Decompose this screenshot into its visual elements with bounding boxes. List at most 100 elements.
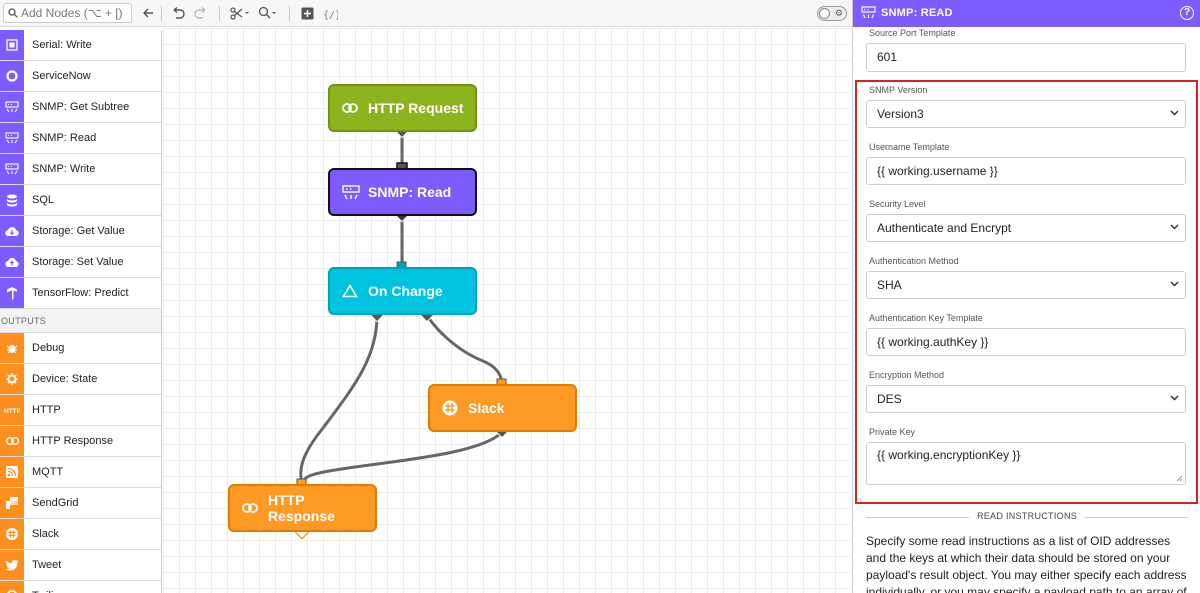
- cloud-download-icon: [0, 216, 24, 246]
- tensorflow-icon: [0, 278, 24, 308]
- palette-item-storage-get-value[interactable]: Storage: Get Value: [0, 216, 161, 247]
- slack-icon: [0, 519, 24, 549]
- link-icon: [342, 99, 360, 117]
- toggle-knob: [819, 8, 830, 19]
- palette-item-snmp-get-subtree[interactable]: SNMP: Get Subtree: [0, 92, 161, 123]
- security-level-value: Authenticate and Encrypt: [877, 221, 1012, 235]
- zoom-icon[interactable]: [258, 5, 278, 21]
- servicenow-icon: [0, 61, 24, 91]
- svg-text:{/}: {/}: [323, 10, 338, 20]
- chevron-down-icon: [1170, 281, 1179, 287]
- palette-item-label: Tweet: [32, 559, 62, 571]
- add-nodes-search[interactable]: Add Nodes (⌥ + [): [3, 3, 132, 23]
- palette-item-label: SQL: [32, 194, 55, 206]
- highlight-box: [855, 80, 1198, 504]
- node-slack[interactable]: Slack: [428, 384, 577, 432]
- palette-item-servicenow[interactable]: ServiceNow: [0, 61, 161, 92]
- palette-item-label: MQTT: [32, 466, 64, 478]
- twilio-icon: [0, 581, 24, 593]
- palette-item-serial-write[interactable]: Serial: Write: [0, 30, 161, 61]
- chevron-down-icon: [1170, 110, 1179, 116]
- auth-method-value: SHA: [877, 278, 902, 292]
- palette-item-debug[interactable]: Debug: [0, 333, 161, 364]
- private-key-label: Private Key: [869, 427, 916, 437]
- palette-item-tweet[interactable]: Tweet: [0, 550, 161, 581]
- node-http-request[interactable]: HTTP Request: [328, 84, 477, 132]
- search-placeholder: Add Nodes (⌥ + [): [21, 6, 123, 20]
- serial-icon: [0, 30, 24, 60]
- scissors-icon[interactable]: [230, 5, 250, 21]
- node-palette: Serial: Write ServiceNow SNMP: Get Subtr…: [0, 30, 162, 593]
- rss-icon: [0, 457, 24, 487]
- node-on-change[interactable]: On Change: [328, 267, 477, 315]
- auth-method-label: Authentication Method: [869, 256, 959, 266]
- link-icon: [242, 499, 260, 517]
- username-input[interactable]: {{ working.username }}: [866, 157, 1186, 185]
- help-icon[interactable]: ?: [1180, 6, 1194, 20]
- security-level-label: Security Level: [869, 199, 926, 209]
- palette-item-label: HTTP Response: [32, 435, 114, 447]
- redo-icon[interactable]: [194, 5, 208, 21]
- canvas-settings-toggle[interactable]: ⚙: [817, 6, 847, 21]
- gear-icon: [0, 364, 24, 394]
- palette-item-sendgrid[interactable]: SendGrid: [0, 488, 161, 519]
- sendgrid-icon: [0, 488, 24, 518]
- palette-item-snmp-read[interactable]: SNMP: Read: [0, 123, 161, 154]
- node-snmp-read[interactable]: SNMP: Read: [328, 168, 477, 216]
- palette-item-slack[interactable]: Slack: [0, 519, 161, 550]
- node-label: SNMP: Read: [368, 184, 452, 200]
- gear-icon: ⚙: [834, 8, 843, 18]
- palette-item-label: Storage: Get Value: [32, 225, 125, 237]
- workflow-canvas[interactable]: HTTP Request SNMP: Read On Change Slack …: [163, 28, 850, 593]
- undo-icon[interactable]: [171, 5, 185, 21]
- palette-item-tensorflow-predict[interactable]: TensorFlow: Predict: [0, 278, 161, 309]
- palette-item-label: TensorFlow: Predict: [32, 287, 129, 299]
- wire-slack-to-response: [300, 430, 504, 485]
- snmp-icon: [0, 154, 24, 184]
- variables-icon[interactable]: {/}: [323, 5, 338, 21]
- palette-item-sql[interactable]: SQL: [0, 185, 161, 216]
- search-icon: [8, 8, 18, 18]
- section-divider-left: [866, 517, 969, 518]
- encryption-method-select[interactable]: DES: [866, 385, 1186, 413]
- panel-header: SNMP: READ ?: [853, 0, 1200, 27]
- source-port-input[interactable]: 601: [866, 43, 1186, 72]
- encryption-method-value: DES: [877, 392, 902, 406]
- auth-key-label: Authentication Key Template: [869, 313, 983, 323]
- toolbar-divider: [289, 6, 290, 21]
- top-toolbar: Add Nodes (⌥ + [) {/} ⚙: [0, 0, 852, 27]
- node-http-response[interactable]: HTTP Response: [228, 484, 377, 532]
- read-instructions-heading: READ INSTRUCTIONS: [976, 511, 1078, 521]
- resize-handle-icon[interactable]: [1176, 475, 1183, 482]
- collapse-arrow-icon[interactable]: [142, 5, 154, 21]
- database-icon: [0, 185, 24, 215]
- palette-item-snmp-write[interactable]: SNMP: Write: [0, 154, 161, 185]
- node-label: HTTP Response: [267, 492, 335, 524]
- palette-item-storage-set-value[interactable]: Storage: Set Value: [0, 247, 161, 278]
- palette-item-mqtt[interactable]: MQTT: [0, 457, 161, 488]
- private-key-value: {{ working.encryptionKey }}: [877, 448, 1021, 462]
- source-port-label: Source Port Template: [869, 28, 956, 38]
- chevron-down-icon: [1170, 224, 1179, 230]
- snmp-version-label: SNMP Version: [869, 85, 928, 95]
- palette-item-twilio[interactable]: Twilio: [0, 581, 161, 593]
- auth-key-input[interactable]: {{ working.authKey }}: [866, 328, 1186, 356]
- svg-text:HTTP: HTTP: [4, 408, 20, 414]
- section-divider-right: [1085, 517, 1188, 518]
- toolbar-divider: [161, 6, 162, 21]
- panel-title: SNMP: READ: [881, 7, 953, 19]
- add-icon[interactable]: [301, 5, 314, 21]
- palette-item-label: ServiceNow: [32, 70, 91, 82]
- security-level-select[interactable]: Authenticate and Encrypt: [866, 214, 1186, 242]
- snmp-icon: [0, 123, 24, 153]
- snmp-version-select[interactable]: Version3: [866, 100, 1186, 128]
- private-key-textarea[interactable]: {{ working.encryptionKey }}: [866, 442, 1186, 485]
- palette-item-label: Storage: Set Value: [32, 256, 124, 268]
- node-label: Slack: [468, 400, 505, 416]
- palette-item-http[interactable]: HTTP HTTP: [0, 395, 161, 426]
- encryption-method-label: Encryption Method: [869, 370, 945, 380]
- auth-method-select[interactable]: SHA: [866, 271, 1186, 299]
- slack-icon: [442, 399, 460, 417]
- palette-item-http-response[interactable]: HTTP Response: [0, 426, 161, 457]
- palette-item-device-state[interactable]: Device: State: [0, 364, 161, 395]
